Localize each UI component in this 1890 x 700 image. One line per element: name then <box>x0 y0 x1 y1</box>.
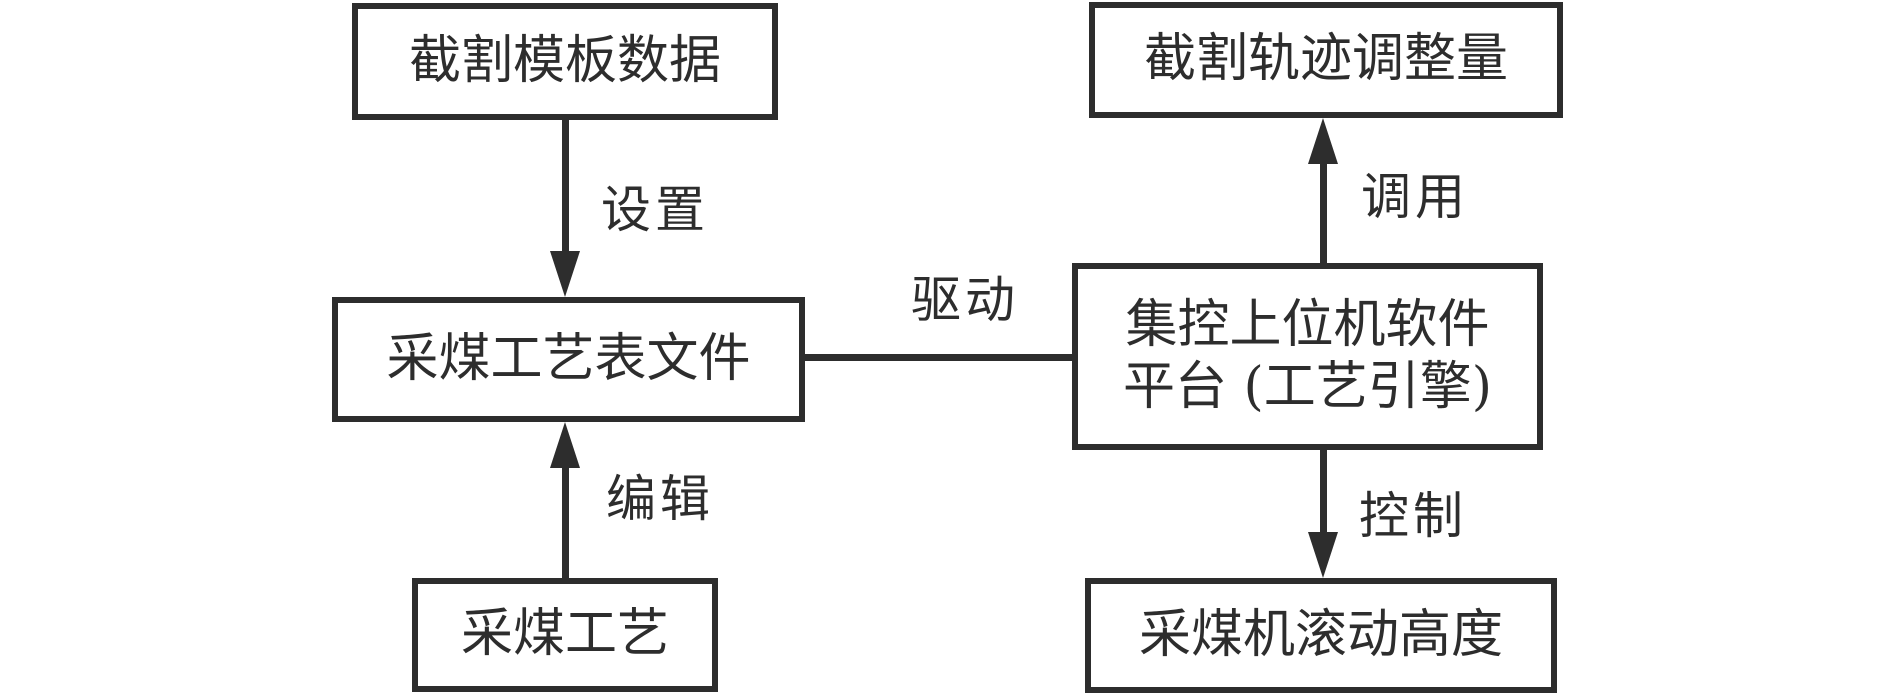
edge-set-shaft <box>562 120 569 253</box>
arrowhead-down-icon <box>550 251 580 297</box>
node-central-control-platform-text: 集控上位机软件 平台 (工艺引擎) <box>1123 295 1492 418</box>
node-mining-process-table-file: 采煤工艺表文件 <box>332 297 805 422</box>
edge-label-control: 控制 <box>1359 487 1467 545</box>
edge-edit-shaft <box>562 466 569 578</box>
node-central-control-platform: 集控上位机软件 平台 (工艺引擎) <box>1072 263 1543 450</box>
platform-label-line2: 平台 (工艺引擎) <box>1122 356 1493 417</box>
edge-drive-line <box>805 354 1072 361</box>
node-cutting-trajectory-adjustment: 截割轨迹调整量 <box>1089 2 1563 118</box>
edge-label-edit: 编辑 <box>606 470 714 528</box>
arrowhead-up-icon <box>550 422 580 468</box>
edge-label-drive: 驱动 <box>911 271 1019 329</box>
arrowhead-down-icon <box>1308 532 1338 578</box>
platform-label-line1: 集控上位机软件 <box>1125 295 1490 356</box>
node-mining-process: 采煤工艺 <box>412 578 718 692</box>
node-cutting-template-data: 截割模板数据 <box>352 3 778 120</box>
arrowhead-up-icon <box>1308 118 1338 164</box>
edge-label-set: 设置 <box>601 181 709 239</box>
edge-label-call: 调用 <box>1361 168 1469 226</box>
edge-control-shaft <box>1320 450 1327 534</box>
node-shearer-rolling-height: 采煤机滚动高度 <box>1085 578 1557 693</box>
edge-call-shaft <box>1320 162 1327 263</box>
